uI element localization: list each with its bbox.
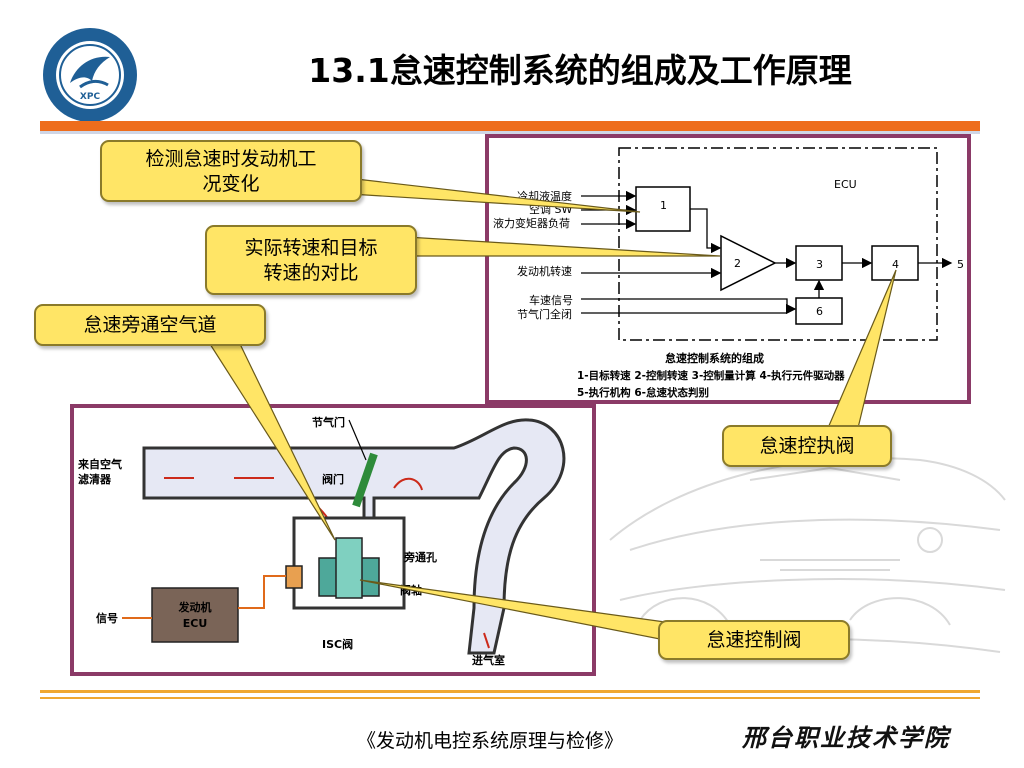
label-valve: 阀门 — [322, 472, 344, 486]
input-ac-sw: 空调 SW — [529, 202, 572, 216]
label-signal: 信号 — [96, 611, 118, 625]
block-2-label: 2 — [734, 257, 741, 270]
label-intake-chamber: 进气室 — [472, 653, 505, 667]
input-torque-converter-load: 液力变矩器负荷 — [493, 216, 570, 230]
ecu-label: ECU — [834, 178, 857, 191]
label-isc-valve: ISC阀 — [322, 637, 353, 651]
label-throttle: 节气门 — [312, 415, 345, 429]
input-coolant-temp: 冷却液温度 — [517, 189, 572, 203]
label-valve-shaft: 阀轴 — [400, 583, 422, 597]
ecu-boundary — [618, 147, 938, 341]
callout-2-line-1: 实际转速和目标 — [244, 237, 378, 259]
label-from-air-filter-2: 滤清器 — [78, 472, 112, 486]
footer-line-top — [40, 690, 980, 693]
callout-1-line-2: 况变化 — [202, 173, 260, 195]
diagram-caption-row1: 1-目标转速 2-控制转速 3-控制量计算 4-执行元件驱动器 — [577, 369, 845, 382]
engine-ecu-label-1: 发动机 — [178, 600, 212, 614]
label-bypass-hole: 旁通孔 — [403, 550, 437, 564]
diagram-caption-row2: 5-执行机构 6-怠速状态判别 — [577, 386, 709, 399]
college-logo-icon: XPC — [43, 28, 137, 122]
title-underline-bar — [40, 121, 980, 131]
input-throttle-closed: 节气门全闭 — [517, 307, 572, 321]
callout-2-line-2: 转速的对比 — [263, 262, 359, 284]
footer-school-name: 邢台职业技术学院 — [742, 723, 950, 752]
callout-speed-comparison: 实际转速和目标 转速的对比 — [205, 225, 417, 295]
page-title: 13.1怠速控制系统的组成及工作原理 — [308, 51, 852, 90]
diagram-caption-title: 怠速控制系统的组成 — [665, 351, 764, 365]
footer-book-title: 《发动机电控系统原理与检修》 — [356, 730, 623, 752]
block-1-label: 1 — [660, 199, 667, 212]
engine-ecu-box — [151, 587, 239, 643]
input-engine-speed: 发动机转速 — [517, 264, 572, 278]
callout-1-line-1: 检测怠速时发动机工 — [145, 148, 317, 170]
block-6-label: 6 — [816, 305, 823, 318]
isc-connector — [285, 565, 303, 589]
callout-detect-engine-condition: 检测怠速时发动机工 况变化 — [100, 140, 362, 202]
label-from-air-filter-1: 来自空气 — [77, 457, 122, 471]
isc-valve-diagram: 发动机 ECU 节气门 来自空气 滤清器 阀门 旁通孔 阀轴 信号 ISC阀 进… — [77, 415, 566, 667]
throttle-plate — [352, 452, 378, 508]
block-3-label: 3 — [816, 258, 823, 271]
isc-plunger — [335, 537, 363, 599]
input-vehicle-speed: 车速信号 — [529, 293, 573, 307]
logo-text: XPC — [80, 92, 101, 102]
ecu-block-diagram: ECU 1 2 3 4 6 5 冷却液温度 空调 SW 液力变矩器负荷 发动机转… — [493, 147, 964, 399]
callout-idle-bypass-passage: 怠速旁通空气道 — [34, 304, 266, 346]
block-4-label: 4 — [892, 258, 899, 271]
callout-idle-actuator-valve: 怠速控执阀 — [722, 425, 892, 467]
block-2-comparator — [720, 234, 777, 292]
callout-idle-control-valve: 怠速控制阀 — [658, 620, 850, 660]
title-underline-shadow — [40, 131, 980, 134]
engine-ecu-label-2: ECU — [183, 617, 208, 630]
output-5-label: 5 — [957, 258, 964, 271]
footer-line-bottom — [40, 697, 980, 699]
